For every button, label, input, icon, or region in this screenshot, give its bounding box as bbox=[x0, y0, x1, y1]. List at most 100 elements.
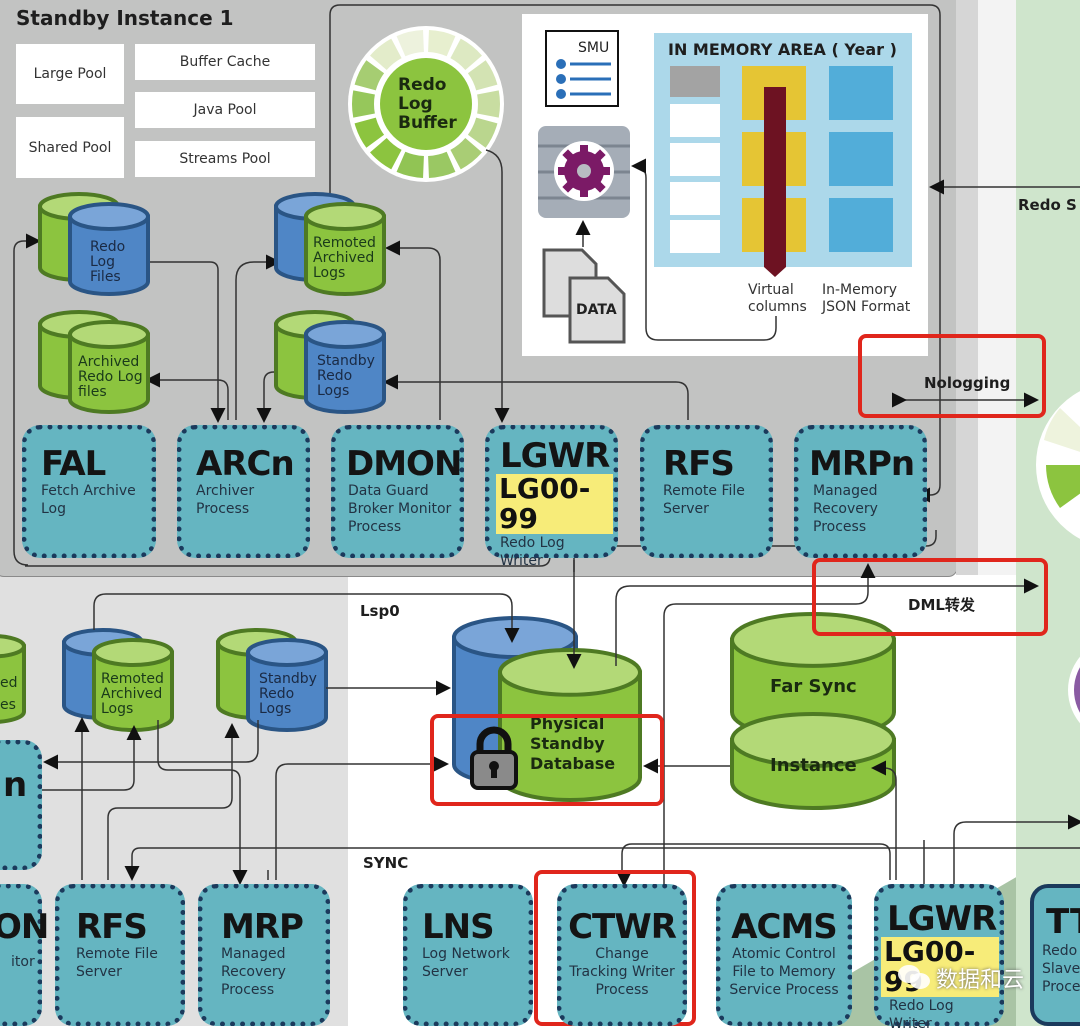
process-name: MRPn bbox=[809, 444, 915, 484]
lower-remoted-archived-logs-label: Remoted Archived Logs bbox=[101, 671, 164, 717]
archived-redo-log-files-label: Archived Redo Log files bbox=[78, 354, 143, 400]
standby-instance-title: Standby Instance 1 bbox=[16, 6, 234, 30]
process-name: DMON bbox=[346, 444, 462, 484]
in-memory-area-title: IN MEMORY AREA ( Year ) bbox=[668, 40, 897, 59]
process-rfs[interactable]: RFS Remote File Server bbox=[640, 425, 773, 558]
redo-stream-label: Redo S bbox=[1018, 196, 1077, 214]
process-name: TT bbox=[1046, 902, 1080, 942]
redo-log-files-cylinder bbox=[68, 202, 150, 296]
ring-segment bbox=[370, 138, 402, 170]
java-pool: Java Pool bbox=[135, 92, 315, 128]
process-lgwr[interactable]: LGWR LG00-99 Redo Log Writer bbox=[485, 425, 618, 569]
shared-pool: Shared Pool bbox=[16, 117, 124, 178]
process-desc: Managed Recovery Process bbox=[221, 946, 286, 998]
json-format-label: In-Memory JSON Format bbox=[822, 282, 911, 315]
lower-partial-cylinder bbox=[0, 634, 26, 724]
partial-cylinder-label: ed es bbox=[0, 675, 18, 713]
process-desc: Data Guard Broker Monitor Process bbox=[348, 483, 452, 535]
process-desc: Atomic Control File to Memory Service Pr… bbox=[729, 946, 839, 998]
process-name: LGWR bbox=[887, 899, 997, 939]
process-name: CTWR bbox=[568, 907, 677, 947]
archived-redo-log-files-cylinder bbox=[68, 320, 150, 414]
process-lns[interactable]: LNS Log Network Server bbox=[403, 884, 533, 1026]
nologging-highlight bbox=[858, 334, 1046, 418]
process-desc: Fetch Archive Log bbox=[41, 483, 136, 517]
process-name: ARCn bbox=[196, 444, 295, 484]
remoted-archived-logs-cylinder bbox=[304, 202, 386, 296]
ring-segment bbox=[467, 60, 498, 91]
process-arcn[interactable]: ARCn Archiver Process bbox=[177, 425, 310, 558]
sync-label: SYNC bbox=[363, 854, 409, 872]
standby-redo-logs-cylinder bbox=[304, 320, 386, 414]
process-acms[interactable]: ACMS Atomic Control File to Memory Servi… bbox=[716, 884, 852, 1026]
process-desc: Log Network Server bbox=[422, 946, 510, 980]
process-badge: LG00-99 bbox=[496, 474, 613, 534]
dml-forward-highlight bbox=[812, 558, 1048, 636]
physical-standby-label: Physical Standby Database bbox=[530, 714, 616, 773]
streams-pool: Streams Pool bbox=[135, 141, 315, 177]
smu-icon bbox=[545, 30, 619, 107]
ring-segment bbox=[370, 38, 402, 70]
process-name: n bbox=[3, 765, 27, 805]
ring-segment bbox=[428, 30, 456, 57]
far-sync-label: Far Sync bbox=[770, 676, 857, 697]
process-partial-n[interactable]: n bbox=[0, 740, 42, 870]
ring-segment bbox=[428, 151, 456, 178]
process-name: ACMS bbox=[731, 907, 838, 947]
process-mrp[interactable]: MRP Managed Recovery Process bbox=[198, 884, 330, 1026]
watermark-text: 数据和云 bbox=[936, 968, 1025, 993]
far-sync-bottom-cylinder bbox=[730, 712, 896, 810]
panel-shadow-band bbox=[956, 0, 978, 575]
virtual-columns-label: Virtual columns bbox=[748, 282, 807, 315]
process-name: RFS bbox=[663, 444, 735, 484]
process-desc: Managed Recovery Process bbox=[813, 483, 878, 535]
right-ring-partial bbox=[1036, 391, 1080, 724]
process-name: LGWR bbox=[500, 436, 610, 476]
process-desc: Remote File Server bbox=[663, 483, 745, 517]
process-desc: Change Tracking Writer Process bbox=[569, 946, 675, 998]
process-mrpn[interactable]: MRPn Managed Recovery Process bbox=[794, 425, 927, 558]
process-desc: Redo Log Writer bbox=[500, 535, 565, 569]
watermark: 数据和云 bbox=[898, 962, 1024, 994]
dml-forward-label: DML转发 bbox=[908, 596, 975, 614]
process-desc: Remote File Server bbox=[76, 946, 158, 980]
lower-standby-redo-logs-cylinder bbox=[246, 638, 328, 732]
wechat-icon bbox=[898, 965, 932, 991]
process-name: FAL bbox=[41, 444, 106, 484]
physical-standby-highlight bbox=[430, 714, 664, 806]
process-tt[interactable]: TT Redo Slave Proce bbox=[1030, 884, 1080, 1026]
ring-segment bbox=[467, 117, 498, 148]
database-gear-icon bbox=[538, 126, 630, 218]
data-file-icon bbox=[542, 248, 626, 344]
process-rfs-lower[interactable]: RFS Remote File Server bbox=[55, 884, 185, 1026]
standby-redo-logs-label: Standby Redo Logs bbox=[317, 353, 375, 399]
large-pool: Large Pool bbox=[16, 44, 124, 104]
ring-segment bbox=[477, 90, 501, 118]
far-sync-instance-label: Instance bbox=[770, 755, 857, 776]
redo-log-buffer-ring bbox=[348, 26, 504, 182]
lsp0-label: Lsp0 bbox=[360, 602, 400, 620]
process-lgwr-lower[interactable]: LGWR LG00-99 Redo Log Writer bbox=[874, 884, 1004, 1032]
ring-segment bbox=[351, 90, 375, 118]
process-dmon[interactable]: DMON Data Guard Broker Monitor Process bbox=[331, 425, 464, 558]
process-partial-dmon[interactable]: ON itor bbox=[0, 884, 49, 1026]
ring-segment bbox=[450, 38, 482, 70]
process-name: ON bbox=[0, 907, 49, 947]
redo-log-files-label: Redo Log Files bbox=[90, 239, 126, 285]
lock-icon bbox=[470, 726, 518, 790]
process-ctwr[interactable]: CTWR Change Tracking Writer Process bbox=[557, 884, 687, 1026]
process-desc: Redo Slave Proce bbox=[1042, 943, 1080, 995]
ring-segment bbox=[354, 60, 385, 91]
remoted-archived-logs-label: Remoted Archived Logs bbox=[313, 235, 376, 281]
in-memory-columns bbox=[670, 66, 893, 277]
ring-segment bbox=[396, 30, 424, 57]
process-name: MRP bbox=[221, 907, 304, 947]
buffer-cache: Buffer Cache bbox=[135, 44, 315, 80]
physical-standby-cylinder bbox=[498, 648, 642, 802]
ring-segment bbox=[450, 138, 482, 170]
redo-log-buffer-label: Redo Log Buffer bbox=[398, 75, 457, 133]
process-name: LNS bbox=[422, 907, 495, 947]
process-fal[interactable]: FAL Fetch Archive Log bbox=[22, 425, 156, 558]
lower-standby-redo-logs-label: Standby Redo Logs bbox=[259, 671, 317, 717]
